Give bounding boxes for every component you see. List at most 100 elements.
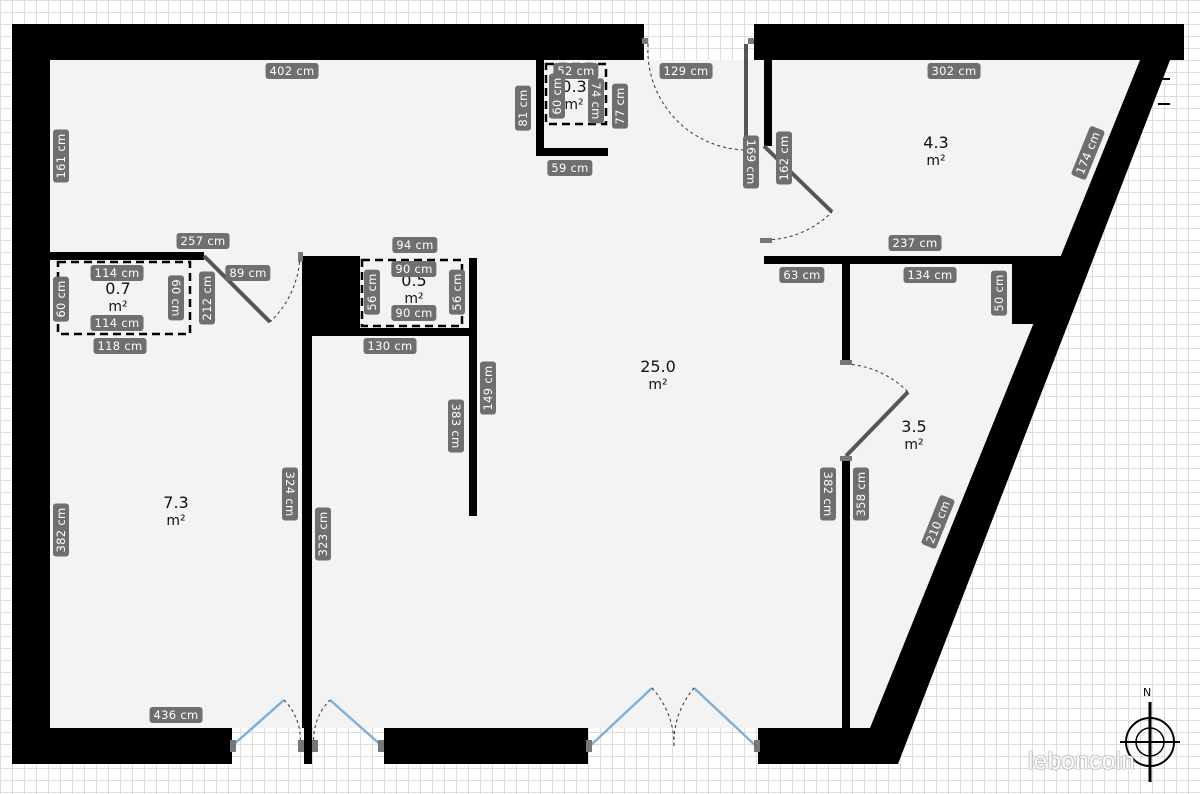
dimension-label: 383 cm bbox=[448, 399, 464, 453]
dimension-label: 56 cm bbox=[364, 269, 380, 315]
room-area-top-right: 4.3 m² bbox=[923, 133, 948, 171]
dimension-label: 358 cm bbox=[853, 467, 869, 521]
dimension-label: 60 cm bbox=[549, 73, 565, 119]
dimension-label: 382 cm bbox=[53, 503, 69, 557]
top-right-room-door-swing bbox=[765, 211, 833, 241]
right-room-door-leaf[interactable] bbox=[844, 390, 910, 458]
dimension-label: 257 cm bbox=[176, 233, 230, 249]
window-left-leaf[interactable] bbox=[231, 699, 285, 747]
wall-top-left bbox=[12, 24, 644, 60]
dimension-label: 323 cm bbox=[315, 507, 331, 561]
wall-top-closet-bottom bbox=[536, 148, 608, 156]
room-area-left: 7.3 m² bbox=[163, 493, 188, 531]
dimension-label: 59 cm bbox=[547, 160, 593, 176]
dimension-label: 63 cm bbox=[779, 267, 825, 283]
door-jamb bbox=[840, 456, 852, 461]
wall-diagonal bbox=[870, 24, 1184, 764]
dimension-label: 114 cm bbox=[90, 315, 144, 331]
window-left-swing bbox=[283, 699, 301, 747]
room-area-unit: m² bbox=[404, 291, 424, 307]
room-area-value: 7.3 bbox=[163, 493, 189, 512]
door-jamb bbox=[760, 238, 772, 243]
wall-left bbox=[12, 24, 50, 764]
room-area-right: 3.5 m² bbox=[901, 417, 926, 455]
watermark-logo: leboncoin bbox=[1028, 748, 1136, 775]
window-right-swing-1 bbox=[651, 687, 675, 747]
wall-top-right bbox=[754, 24, 1184, 60]
wall-bottom-left bbox=[12, 728, 232, 764]
dimension-label: 60 cm bbox=[168, 275, 184, 321]
dimension-label: 436 cm bbox=[149, 707, 203, 723]
dimension-label: 212 cm bbox=[199, 271, 215, 325]
dimension-label: 237 cm bbox=[888, 235, 942, 251]
door-jamb bbox=[642, 38, 648, 44]
room-area-value: 0.3 bbox=[561, 77, 587, 96]
dimension-label: 302 cm bbox=[927, 63, 981, 79]
door-jamb bbox=[378, 740, 384, 752]
dimension-label: 56 cm bbox=[449, 269, 465, 315]
left-closet-door-swing bbox=[269, 255, 301, 323]
floor-area bbox=[50, 60, 1140, 728]
door-jamb bbox=[586, 740, 592, 752]
dimension-label: 130 cm bbox=[363, 338, 417, 354]
door-jamb bbox=[840, 360, 852, 365]
room-area-unit: m² bbox=[108, 299, 128, 315]
wall-marker bbox=[1158, 78, 1170, 80]
dimension-label: 402 cm bbox=[265, 63, 319, 79]
door-jamb bbox=[748, 38, 754, 44]
dimension-label: 114 cm bbox=[90, 265, 144, 281]
compass-icon bbox=[1120, 702, 1180, 782]
door-jamb bbox=[312, 740, 318, 752]
window-right-leaf-2[interactable] bbox=[693, 687, 757, 747]
window-right-leaf-1[interactable] bbox=[589, 687, 653, 747]
dimension-label: 90 cm bbox=[391, 305, 437, 321]
compass-north-label: N bbox=[1143, 686, 1152, 699]
dimension-label: 94 cm bbox=[392, 237, 438, 253]
dimension-label: 169 cm bbox=[743, 135, 759, 189]
dimension-label: 118 cm bbox=[93, 338, 147, 354]
room-area-top-closet: 0.3 m² bbox=[561, 77, 586, 115]
wall-stub-center bbox=[469, 258, 477, 516]
door-jamb bbox=[754, 740, 760, 752]
wall-top-closet bbox=[536, 60, 544, 156]
wall-block-center bbox=[302, 256, 360, 328]
wall-partition-left bbox=[302, 336, 312, 728]
window-mid-swing bbox=[313, 699, 331, 747]
window-right-swing-2 bbox=[673, 687, 695, 747]
top-right-room-door-leaf[interactable] bbox=[762, 144, 834, 214]
right-room-door-swing bbox=[845, 363, 909, 393]
door-jamb bbox=[298, 740, 304, 752]
room-area-unit: m² bbox=[648, 377, 668, 393]
dimension-label: 90 cm bbox=[391, 261, 437, 277]
room-area-value: 3.5 bbox=[901, 417, 927, 436]
dimension-label: 81 cm bbox=[515, 85, 531, 131]
wall-left-closet-top bbox=[50, 252, 204, 260]
room-area-value: 4.3 bbox=[923, 133, 949, 152]
room-area-unit: m² bbox=[564, 97, 584, 113]
left-closet-door-leaf[interactable] bbox=[202, 254, 272, 324]
dimension-label: 149 cm bbox=[480, 361, 496, 415]
room-area-main: 25.0 m² bbox=[640, 357, 676, 395]
room-area-unit: m² bbox=[904, 437, 924, 453]
wall-center-horizontal bbox=[302, 328, 476, 336]
door-jamb bbox=[230, 740, 236, 752]
dimension-label: 60 cm bbox=[53, 276, 69, 322]
dimension-label: 162 cm bbox=[776, 131, 792, 185]
room-area-unit: m² bbox=[926, 153, 946, 169]
dimension-label: 382 cm bbox=[820, 467, 836, 521]
door-jamb bbox=[298, 252, 303, 262]
room-area-left-closet: 0.7 m² bbox=[105, 279, 130, 317]
wall-top-right-room-bottom bbox=[764, 256, 1084, 264]
dimension-label: 50 cm bbox=[991, 270, 1007, 316]
room-area-value: 25.0 bbox=[640, 357, 676, 376]
wall-bottom-mid-1 bbox=[304, 728, 312, 764]
wall-bottom-mid-2 bbox=[384, 728, 588, 764]
dimension-label: 134 cm bbox=[903, 267, 957, 283]
wall-right-room-left-lower bbox=[842, 458, 850, 728]
window-mid-leaf[interactable] bbox=[329, 699, 383, 747]
wall-marker bbox=[1158, 103, 1170, 105]
wall-right-room-left bbox=[842, 264, 850, 362]
wall-block-right bbox=[1012, 262, 1058, 324]
dimension-label: 161 cm bbox=[53, 129, 69, 183]
